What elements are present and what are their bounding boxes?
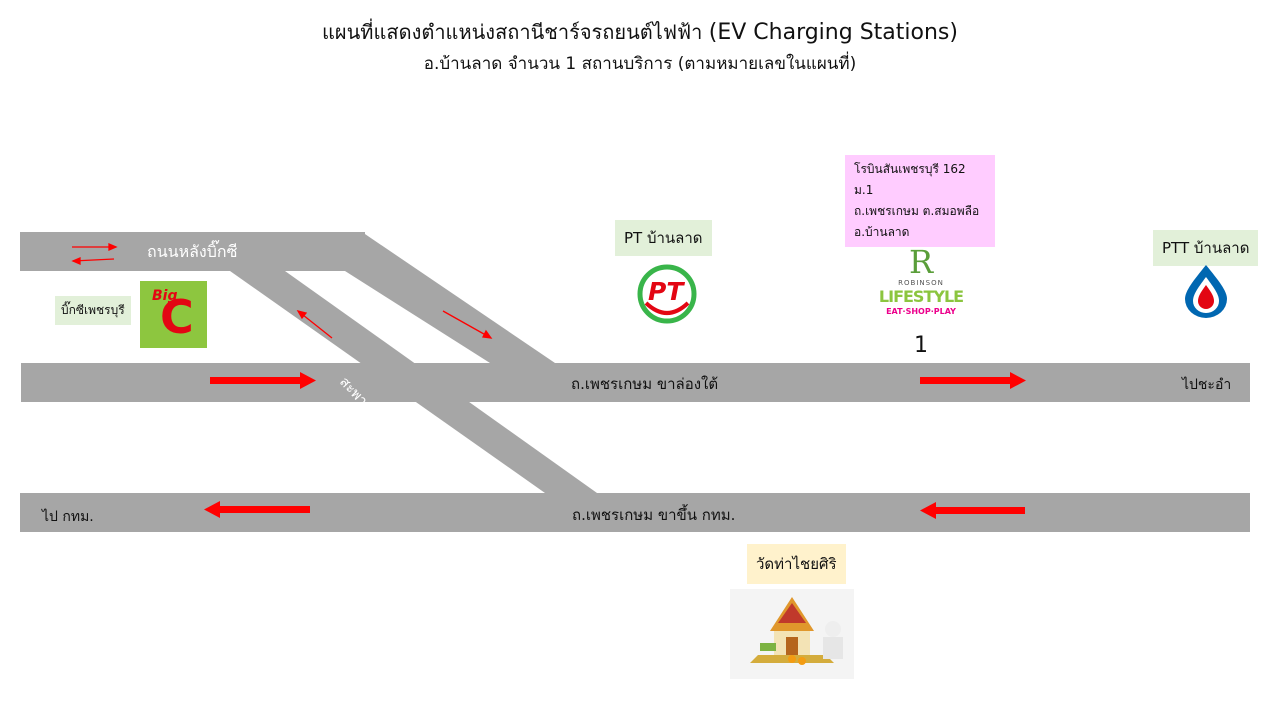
north-lane-label: ถ.เพชรเกษม ขาขึ้น กทม. <box>572 506 736 524</box>
robinson-address-line1: โรบินสันเพชรบุรี 162 ม.1 <box>854 162 966 197</box>
ptt-logo <box>1181 263 1231 319</box>
ramp-arrow-down <box>442 310 493 339</box>
thick-arrows <box>204 372 1026 519</box>
north-lane-arrow-left-side <box>204 501 310 518</box>
bigc-logo-big-text: Big <box>152 288 178 304</box>
robinson-address-line3: อ.บ้านลาด <box>854 225 910 239</box>
robinson-logo: R ROBINSON LIFESTYLE EAT·SHOP·PLAY <box>868 245 974 330</box>
robinson-address: โรบินสันเพชรบุรี 162 ม.1 ถ.เพชรเกษม ต.สม… <box>845 155 995 247</box>
ptt-label: PTT บ้านลาด <box>1153 230 1259 266</box>
back-road-label: ถนนหลังบิ๊กซี <box>147 242 238 261</box>
south-lane-label: ถ.เพชรเกษม ขาล่องใต้ <box>571 375 719 393</box>
robinson-logo-tagline: EAT·SHOP·PLAY <box>886 307 956 316</box>
pt-logo-text: PT <box>648 277 684 306</box>
map-title: แผนที่แสดงตำแหน่งสถานีชาร์จรถยนต์ไฟฟ้า (… <box>0 16 1280 48</box>
back-road <box>20 232 365 271</box>
station-number-1: 1 <box>914 333 928 358</box>
map-title-english: (EV Charging Stations) <box>708 20 958 45</box>
north-lane-arrow-right-side <box>920 502 1025 519</box>
bridge-arrow-up <box>296 309 333 339</box>
robinson-logo-r: R <box>908 243 934 281</box>
bigc-logo: Big C <box>140 281 207 348</box>
temple-illustration <box>750 597 843 665</box>
to-chaam-label: ไปชะอำ <box>1182 377 1232 393</box>
bigc-logo-c-letter: C <box>160 290 194 344</box>
ptt-flame-icon <box>1185 265 1227 318</box>
map-subtitle: อ.บ้านลาด จำนวน 1 สถานบริการ (ตามหมายเลข… <box>423 54 857 74</box>
back-road-arrow-left <box>71 257 115 265</box>
to-bangkok-label: ไป กทม. <box>42 509 94 525</box>
map-title-thai: แผนที่แสดงตำแหน่งสถานีชาร์จรถยนต์ไฟฟ้า <box>322 20 703 44</box>
robinson-logo-lifestyle: LIFESTYLE <box>878 287 964 306</box>
temple-label: วัดท่าไชยศิริ <box>747 544 846 584</box>
pt-label: PT บ้านลาด <box>615 220 712 256</box>
robinson-logo-name: ROBINSON <box>898 279 944 287</box>
ramp-road <box>345 232 555 363</box>
back-road-arrow-right <box>72 243 118 251</box>
south-lane-arrow-right-side <box>920 372 1026 389</box>
bridge-road <box>230 271 597 493</box>
thin-arrows <box>71 243 493 339</box>
pt-logo-icon <box>637 264 697 324</box>
bigc-label: บิ๊กซีเพชรบุรี <box>55 296 131 325</box>
robinson-address-line2: ถ.เพชรเกษม ต.สมอพลือ <box>854 204 980 218</box>
pt-logo: PT <box>636 263 698 325</box>
temple-image <box>730 589 854 679</box>
south-lane-arrow-left-side <box>210 372 316 389</box>
